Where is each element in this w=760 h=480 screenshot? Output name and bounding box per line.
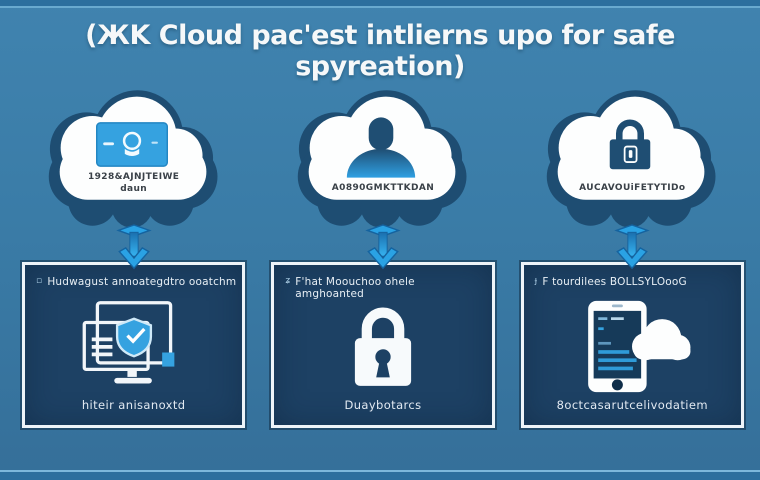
cloud-group-1: 1928&AJNJTEIWE daun [23,88,245,246]
panel-device-security: ▫ Hudwagust annoategdtro ooatchm [22,262,246,428]
caption-marker-icon: ʑ [285,276,291,286]
bottom-border-band [0,470,760,480]
panel-caption-top: ʑ F'hat Moouchoo ohele amghoanted [285,276,486,300]
cloud-group-3: AUCAVOUiFETYTIDo [521,88,743,246]
user-icon [346,117,416,178]
cloud-shape [547,90,716,228]
cloud-shape [297,90,467,228]
panel-mobile-cloud: ɟ F tourdilees BOLLSYLOooG [520,262,744,428]
caption-marker-icon: ▫ [36,276,43,286]
cloud-label-line1: AUCAVOUiFETYTIDo [579,183,686,193]
panel-caption-top: ▫ Hudwagust annoategdtro ooatchm [36,276,237,288]
down-arrow-icon [365,224,401,270]
cloud-label-line1: A0890GMKTTKDAN [331,183,435,193]
id-card-lock-icon [95,122,168,167]
top-border-band [0,0,760,8]
panel-caption-top-text: F'hat Moouchoo ohele amghoanted [295,276,415,300]
page-title: (ЖK Cloud pac'est intlierns upo for safe… [85,20,675,82]
panel-access-control: ʑ F'hat Moouchoo ohele amghoanted Duaybo… [271,262,495,428]
cloud-label-line1: 1928&AJNJTEIWE [87,172,180,182]
cloud-label: 1928&AJNJTEIWE daun [45,172,223,195]
panel-caption-bottom: 8octcasarutcelivodatiem [556,398,708,412]
cloud-group-2: A0890GMKTTKDAN [272,88,494,246]
caption-marker-icon: ɟ [534,276,538,286]
panel-icon-wrap [25,299,242,391]
panel-caption-bottom: Duaybotarcs [344,398,422,412]
down-arrow-icon [115,224,152,270]
cloud-shape [48,90,218,228]
padlock-icon [610,119,651,170]
column-mobile-cloud: AUCAVOUiFETYTIDo ɟ F tourdilees BOLLSYLO… [520,88,744,428]
padlock-keyhole-icon [354,307,412,386]
panel-caption-top: ɟ F tourdilees BOLLSYLOooG [535,276,736,288]
column-device-security: 1928&AJNJTEIWE daun ▫ Hudwagust annoateg… [22,88,246,428]
panel-caption-top-text: Hudwagust annoategdtro ooatchm [47,276,237,288]
panel-icon-wrap [274,299,491,391]
panel-caption-bottom: hiteir anisanoxtd [81,398,186,412]
cloud-label: AUCAVOUiFETYTIDo [543,183,721,195]
down-arrow-icon [614,224,651,270]
cloud-label-line2: daun [120,183,148,194]
monitors-shield-icon [82,301,175,384]
column-access-control: A0890GMKTTKDAN ʑ F'hat Moouchoo ohele am… [271,88,495,428]
cloud-label: A0890GMKTTKDAN [294,183,472,195]
panel-caption-top-text: F tourdilees BOLLSYLOooG [542,276,687,288]
phone-cloud-icon [588,300,691,393]
panel-icon-wrap [524,299,741,394]
columns-container: 1928&AJNJTEIWE daun ▫ Hudwagust annoateg… [22,88,744,428]
